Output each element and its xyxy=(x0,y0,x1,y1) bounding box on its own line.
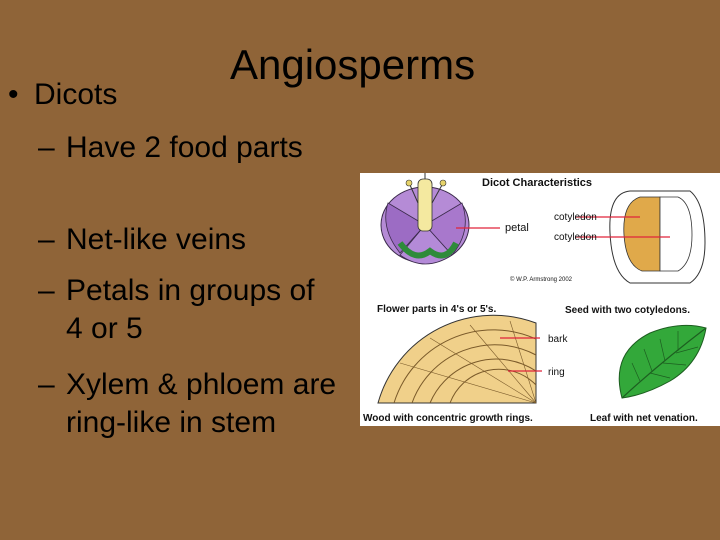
sub-bullet-veins: – Net-like veins xyxy=(38,221,338,259)
seed-caption: Seed with two cotyledons. xyxy=(565,305,690,316)
dash-marker: – xyxy=(38,368,55,401)
figure-illustration: Dicot Characteristics petal xyxy=(363,173,707,424)
sub-bullet-text: Petals in groups of 4 or 5 xyxy=(66,274,315,345)
leaf-illustration xyxy=(618,324,707,399)
cotyledon-label-1: cotyledon xyxy=(554,212,597,223)
seed-illustration xyxy=(609,190,706,284)
bullet-dicots-text: Dicots xyxy=(34,78,118,111)
dicot-characteristics-figure: Dicot Characteristics petal xyxy=(360,173,720,426)
copyright-text: © W.P. Armstrong 2002 xyxy=(510,276,573,283)
cotyledon-label-2: cotyledon xyxy=(554,232,597,243)
slide-title: Angiosperms xyxy=(230,41,476,88)
ring-label: ring xyxy=(548,367,565,378)
sub-bullet-text: Xylem & phloem are ring-like in stem xyxy=(66,368,337,439)
flower-illustration xyxy=(380,173,470,265)
sub-bullet-xylem: – Xylem & phloem are ring-like in stem xyxy=(38,366,338,442)
leaf-caption: Leaf with net venation. xyxy=(590,413,698,424)
bullet-dicots: • Dicots xyxy=(8,80,117,110)
figure-title: Dicot Characteristics xyxy=(482,177,592,189)
bullet-marker: • xyxy=(8,78,19,111)
sub-bullet-text: Have 2 food parts xyxy=(66,131,303,164)
bark-label: bark xyxy=(548,334,568,345)
flower-caption: Flower parts in 4's or 5's. xyxy=(377,304,496,315)
petal-label: petal xyxy=(505,222,529,234)
dash-marker: – xyxy=(38,223,55,256)
sub-bullet-petals: – Petals in groups of 4 or 5 xyxy=(38,272,338,348)
dash-marker: – xyxy=(38,274,55,307)
dash-marker: – xyxy=(38,131,55,164)
sub-bullet-text: Net-like veins xyxy=(66,223,247,256)
wood-caption: Wood with concentric growth rings. xyxy=(363,413,533,424)
sub-bullet-food-parts: – Have 2 food parts xyxy=(38,129,338,167)
wood-cross-section xyxy=(377,314,537,404)
